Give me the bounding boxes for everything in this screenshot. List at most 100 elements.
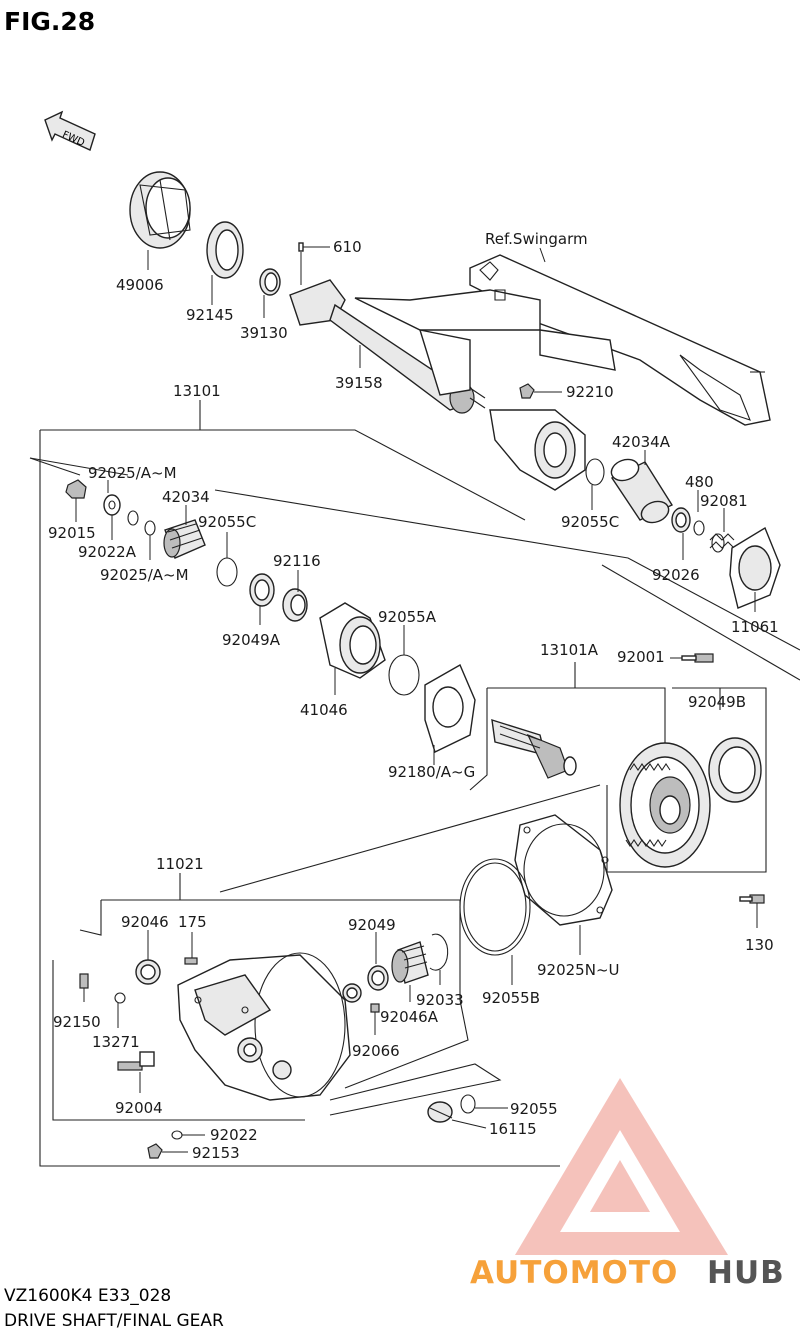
label-92004: 92004 (115, 1099, 163, 1117)
part-92015-nut (65, 479, 87, 499)
label-92150: 92150 (53, 1013, 101, 1031)
part-92145-ring (206, 221, 244, 279)
frame-13101 (39, 430, 560, 1167)
part-92055C-oring-right (585, 458, 605, 486)
part-92049-seal (367, 965, 389, 991)
label-92049B: 92049B (688, 693, 746, 711)
label-92025AM-top: 92025/A~M (88, 464, 177, 482)
label-92025NU: 92025N~U (537, 961, 620, 979)
part-13271-washer (114, 992, 126, 1004)
label-13101A: 13101A (540, 641, 599, 659)
frame-11021 (79, 900, 102, 936)
part-92055C-oring-left (216, 557, 238, 587)
label-11021: 11021 (156, 855, 204, 873)
label-92049A: 92049A (222, 631, 281, 649)
part-49006-cover (129, 171, 191, 249)
label-92153: 92153 (192, 1144, 240, 1162)
part-92210-bolt (519, 383, 535, 399)
label-92033: 92033 (416, 991, 464, 1009)
label-92022A: 92022A (78, 543, 137, 561)
label-49006: 49006 (116, 276, 164, 294)
watermark-text-auto: AUTOMOTO (470, 1255, 678, 1291)
part-roller-bearing (391, 941, 429, 984)
part-92022A-washer (103, 494, 121, 516)
part-92004-stud (117, 1051, 155, 1071)
label-130: 130 (745, 936, 774, 954)
part-92055-oring (460, 1094, 476, 1114)
label-41046: 41046 (300, 701, 348, 719)
fwd-arrow-icon: FWD (44, 110, 96, 151)
part-92022-washer (171, 1130, 183, 1140)
part-92049B-seal (708, 737, 762, 803)
part-92180-shim (424, 664, 476, 753)
part-16115-plug (427, 1101, 453, 1123)
label-480: 480 (685, 473, 714, 491)
label-92022: 92022 (210, 1126, 258, 1144)
part-92153-bolt (147, 1143, 163, 1159)
label-92116: 92116 (273, 552, 321, 570)
part-pinion-shaft (491, 719, 577, 779)
part-610-pin (298, 242, 304, 252)
swingarm-outline (354, 254, 771, 426)
part-92046A-bearing (342, 983, 362, 1003)
part-92026-washer (693, 520, 705, 536)
label-ref-swingarm: Ref.Swingarm (485, 230, 588, 248)
label-42034A: 42034A (612, 433, 671, 451)
label-92055C-right: 92055C (561, 513, 619, 531)
part-130-bolt (739, 894, 765, 904)
label-39158: 39158 (335, 374, 383, 392)
label-92180AG: 92180/A~G (388, 763, 475, 781)
part-joint-housing (489, 409, 586, 491)
label-92026: 92026 (652, 566, 700, 584)
label-92015: 92015 (48, 524, 96, 542)
label-92001: 92001 (617, 648, 665, 666)
part-cover-plate (514, 814, 613, 926)
figure-title: FIG.28 (4, 7, 95, 36)
part-92116-bearing (282, 588, 308, 622)
footer-section-title: DRIVE SHAFT/FINAL GEAR (4, 1311, 224, 1331)
label-92066: 92066 (352, 1042, 400, 1060)
label-92025AM-bottom: 92025/A~M (100, 566, 189, 584)
label-39130: 39130 (240, 324, 288, 342)
label-16115: 16115 (489, 1120, 537, 1138)
part-92049A-seal (249, 573, 275, 607)
part-92046-bearing (135, 959, 161, 985)
label-92210: 92210 (566, 383, 614, 401)
part-39130-bushing (259, 268, 281, 296)
part-480-collar (671, 507, 691, 533)
watermark-logo (515, 1078, 728, 1255)
label-92081: 92081 (700, 492, 748, 510)
part-175-stud (184, 957, 198, 965)
part-92033-circlip (429, 933, 449, 971)
label-92049: 92049 (348, 916, 396, 934)
label-92055C-left: 92055C (198, 513, 256, 531)
label-92055B: 92055B (482, 989, 540, 1007)
part-11061-gasket (729, 526, 781, 609)
part-42034-gear (163, 519, 206, 559)
part-92025-oring-pair (127, 510, 156, 536)
part-92001-bolt (681, 653, 714, 663)
label-92145: 92145 (186, 306, 234, 324)
part-92081-spring (709, 533, 735, 553)
label-42034: 42034 (162, 488, 210, 506)
part-92066-pin (370, 1003, 380, 1013)
part-92055B-oring (459, 858, 531, 956)
label-610: 610 (333, 238, 362, 256)
label-92046A: 92046A (380, 1008, 439, 1026)
label-92046: 92046 (121, 913, 169, 931)
footer-model-code: VZ1600K4 E33_028 (4, 1286, 171, 1306)
label-175: 175 (178, 913, 207, 931)
watermark-text-hub: HUB (707, 1255, 785, 1291)
label-92055A: 92055A (378, 608, 437, 626)
part-42034A-spline (610, 458, 674, 524)
part-92150-bolt (79, 973, 89, 989)
label-92055: 92055 (510, 1100, 558, 1118)
part-92055A-oring (388, 654, 420, 696)
part-final-gear-case (177, 952, 351, 1101)
label-13271: 13271 (92, 1033, 140, 1051)
label-11061: 11061 (731, 618, 779, 636)
part-ring-gear (619, 742, 711, 868)
part-41046-housing (319, 602, 386, 679)
label-13101: 13101 (173, 382, 221, 400)
